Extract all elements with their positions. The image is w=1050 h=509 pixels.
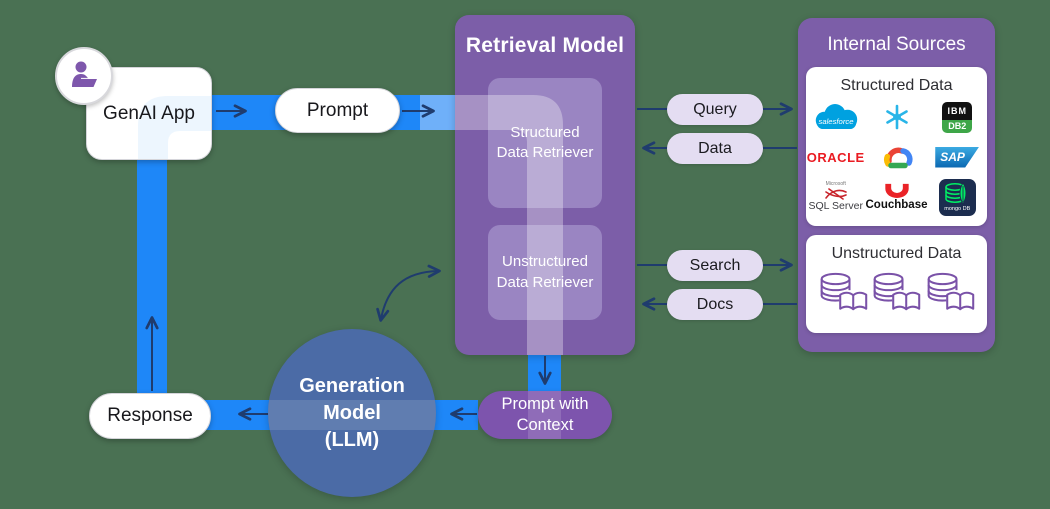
flow-band-response-to-genai — [137, 150, 167, 400]
oracle-wordmark: ORACLE — [806, 149, 865, 165]
sap-wordmark: SAP — [940, 150, 965, 164]
generation-model-node: Generation Model (LLM) — [268, 329, 436, 497]
database-book-icon — [820, 272, 868, 311]
unstructured-data-title: Unstructured Data — [831, 245, 962, 262]
search-label: Search — [689, 256, 741, 274]
data-label: Data — [698, 139, 732, 157]
generation-model-line1: Generation — [299, 374, 405, 397]
unstructured-data-retriever-box: Unstructured Data Retriever — [488, 225, 602, 320]
database-book-icon — [874, 272, 921, 311]
user-at-laptop-icon — [72, 61, 97, 87]
docs-pill: Docs — [667, 289, 763, 320]
query-label: Query — [693, 100, 737, 118]
internal-sources-title: Internal Sources — [827, 34, 966, 55]
salesforce-wordmark: salesforce — [818, 117, 853, 126]
couchbase-logo: Couchbase — [866, 183, 928, 212]
unstructured-data-card: Unstructured Data — [806, 235, 987, 333]
structured-data-title: Structured Data — [840, 77, 953, 94]
unstructured-data-retriever-label: Unstructured Data Retriever — [496, 253, 594, 291]
flow-path-through-context — [528, 391, 561, 439]
search-pill: Search — [667, 250, 763, 281]
user-avatar — [55, 47, 113, 105]
salesforce-icon: salesforce — [810, 102, 862, 133]
internal-sources-box: Internal Sources Structured Data salesfo… — [798, 18, 995, 352]
response-label: Response — [107, 405, 193, 426]
couchbase-wordmark: Couchbase — [865, 198, 928, 211]
oracle-logo: ORACLE — [807, 151, 865, 164]
prompt-with-context-line1: Prompt with — [501, 395, 589, 414]
sql-server-logo: Microsoft SQL Server — [809, 182, 863, 212]
structured-data-card: Structured Data salesforce — [806, 67, 987, 226]
flow-band-retrieval-to-context — [528, 352, 561, 392]
ibm-db2-icon: IBM DB2 — [942, 101, 973, 133]
docs-label: Docs — [696, 295, 734, 313]
unstructured-data-icons — [806, 269, 987, 315]
flow-band-light-segment — [420, 95, 456, 130]
generation-model-line3: (LLM) — [324, 428, 380, 451]
prompt-node: Prompt — [275, 88, 400, 133]
structured-data-logo-grid: salesforce IBM — [806, 97, 987, 217]
structured-data-retriever-label: Structured Data Retriever — [496, 123, 594, 161]
prompt-with-context-line2: Context — [516, 416, 574, 434]
structured-data-retriever-box: Structured Data Retriever — [488, 78, 602, 208]
flow-path-through-genai — [138, 96, 211, 159]
mongodb-wordmark: mongo DB — [944, 205, 971, 212]
query-pill: Query — [667, 94, 763, 125]
generation-model-line2: Model — [323, 401, 381, 424]
retrieval-model-box: Retrieval Model Structured Data Retrieve… — [455, 15, 635, 355]
flow-band-llm-to-response — [200, 400, 272, 430]
couchbase-icon — [884, 183, 909, 198]
flow-path-through-llm — [268, 400, 436, 430]
database-book-icon — [927, 272, 975, 311]
sql-server-icon — [824, 188, 847, 201]
prompt-with-context-node: Prompt with Context — [478, 391, 612, 439]
flow-band-context-to-llm — [430, 400, 478, 430]
sql-server-wordmark: SQL Server — [808, 200, 863, 213]
arrow-llm-retrieval-curved — [376, 264, 441, 322]
sap-logo: SAP — [935, 146, 980, 168]
db2-wordmark: DB2 — [942, 119, 973, 133]
mongodb-icon: mongo DB — [938, 178, 976, 216]
microsoft-wordmark: Microsoft — [825, 181, 846, 188]
response-node: Response — [89, 393, 211, 439]
genai-app-label: GenAI App — [103, 102, 195, 124]
data-pill: Data — [667, 133, 763, 164]
google-cloud-icon — [879, 143, 915, 171]
ibm-wordmark: IBM — [942, 101, 973, 120]
prompt-label: Prompt — [306, 99, 369, 121]
snowflake-icon — [883, 103, 911, 131]
retrieval-model-title: Retrieval Model — [465, 34, 625, 57]
